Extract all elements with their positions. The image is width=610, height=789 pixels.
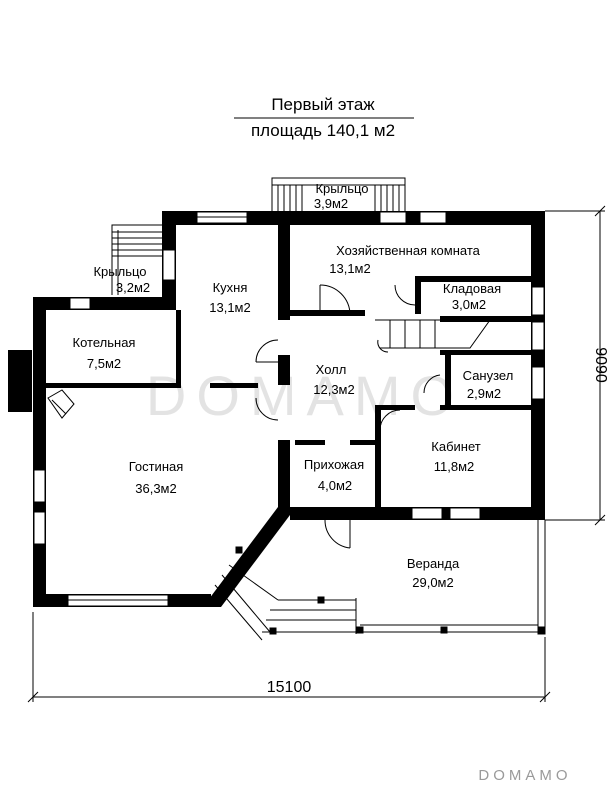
room-area: 12,3м2 [313, 382, 354, 397]
interior-stair [375, 319, 491, 353]
room-area: 4,0м2 [318, 478, 352, 493]
plan-title: Первый этаж [271, 95, 375, 114]
room-area: 3,0м2 [452, 297, 486, 312]
interior-walls [46, 225, 531, 510]
room-name: Кладовая [443, 281, 501, 296]
room-area: 13,1м2 [329, 261, 370, 276]
veranda-outline [214, 520, 546, 641]
room-name: Веранда [407, 556, 460, 571]
porch-left-steps [111, 224, 162, 295]
room-name: Холл [316, 362, 347, 377]
room-name: Прихожая [304, 457, 364, 472]
room-area: 3,2м2 [116, 280, 150, 295]
dimension-height: 9090 [592, 347, 609, 383]
room-area: 13,1м2 [209, 300, 250, 315]
room-area: 11,8м2 [434, 459, 475, 474]
room-name: Котельная [73, 335, 136, 350]
room-area: 36,3м2 [135, 481, 176, 496]
door-swings [237, 284, 441, 549]
room-name: Крыльцо [93, 264, 146, 279]
room-name: Гостиная [129, 459, 184, 474]
room-name: Кухня [213, 280, 248, 295]
room-name: Кабинет [431, 439, 480, 454]
dimension-width: 15100 [267, 679, 312, 696]
windows [33, 211, 545, 607]
fireplace [47, 389, 75, 419]
chimney [8, 350, 32, 412]
room-name: Санузел [463, 368, 514, 383]
room-area: 2,9м2 [467, 386, 501, 401]
plan-subtitle: площадь 140,1 м2 [251, 121, 395, 140]
room-area: 7,5м2 [87, 356, 121, 371]
room-area: 3,9м2 [314, 196, 348, 211]
room-labels: Крыльцо 3,9м2 Хозяйственная комната 13,1… [73, 181, 514, 590]
dimension-lines [27, 205, 606, 703]
room-name: Крыльцо [315, 181, 368, 196]
room-name: Хозяйственная комната [336, 243, 480, 258]
watermark-center: DOMAMO [146, 364, 464, 427]
room-area: 29,0м2 [412, 575, 453, 590]
watermark-corner: DOMAMO [478, 767, 571, 784]
bay-wall [203, 507, 296, 607]
